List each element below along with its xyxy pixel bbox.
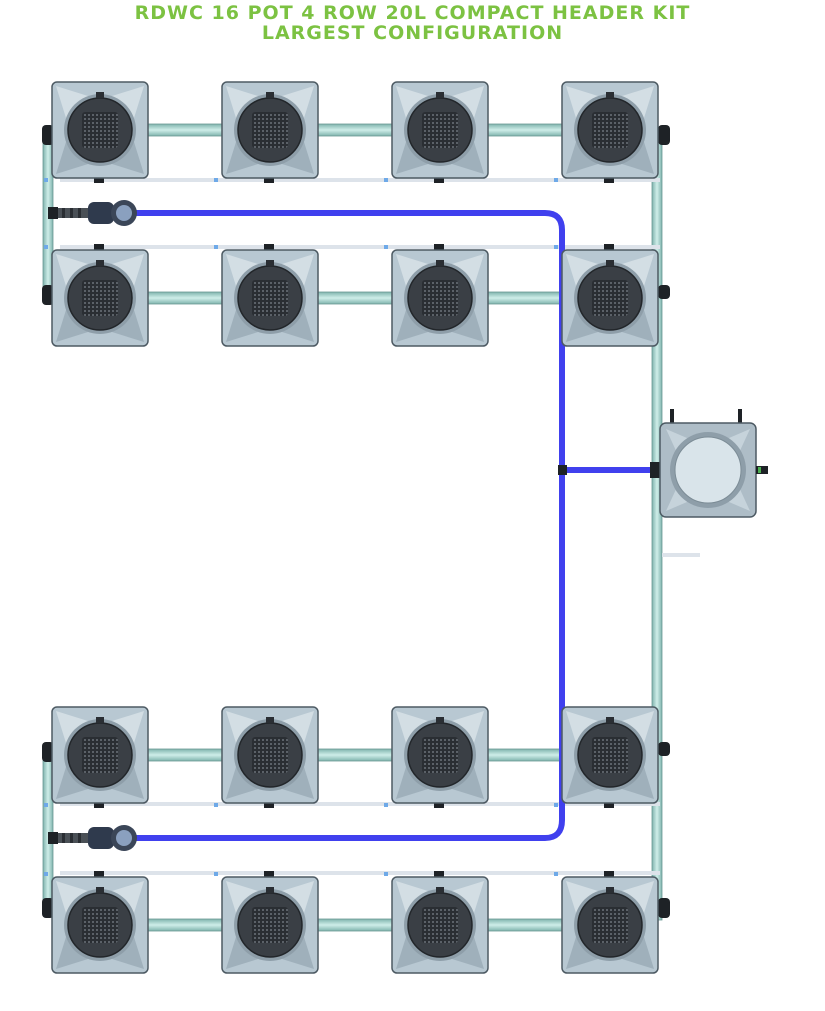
row-pipe: [99, 748, 611, 762]
fitting: [264, 177, 274, 183]
fitting: [384, 872, 388, 876]
net-pot-icon: [252, 280, 288, 316]
pump-icon: [48, 825, 137, 851]
fitting: [94, 871, 104, 877]
fitting: [94, 177, 104, 183]
net-pot-icon: [422, 112, 458, 148]
pot-icon: [561, 876, 659, 974]
row-pipe: [99, 918, 611, 932]
fitting: [604, 244, 614, 250]
page-title: RDWC 16 POT 4 ROW 20L COMPACT HEADER KIT: [134, 2, 691, 24]
fitting: [384, 803, 388, 807]
return-line-fittings: [44, 177, 614, 877]
pot-icon: [51, 81, 149, 179]
fitting: [384, 178, 388, 182]
fitting: [434, 244, 444, 250]
pot-icon: [221, 876, 319, 974]
fitting: [44, 245, 48, 249]
net-pot-icon: [82, 737, 118, 773]
pot-icon: [391, 706, 489, 804]
net-pot-icon: [422, 737, 458, 773]
net-pot-icon: [592, 737, 628, 773]
net-pot-icon: [422, 907, 458, 943]
fitting: [94, 802, 104, 808]
fitting: [554, 245, 558, 249]
pot-icon: [561, 249, 659, 347]
fitting: [434, 177, 444, 183]
feed-line-icon: [117, 210, 565, 841]
fitting: [44, 872, 48, 876]
pot-icon: [51, 876, 149, 974]
fitting: [264, 244, 274, 250]
pot-icon: [561, 81, 659, 179]
fitting: [554, 803, 558, 807]
fitting: [554, 872, 558, 876]
fitting: [44, 803, 48, 807]
net-pot-icon: [592, 907, 628, 943]
fitting: [214, 803, 218, 807]
row-pipe: [99, 291, 611, 305]
net-pot-icon: [252, 907, 288, 943]
net-pot-icon: [82, 280, 118, 316]
net-pot-icon: [592, 112, 628, 148]
net-pot-icon: [252, 112, 288, 148]
fitting: [94, 244, 104, 250]
pot-icon: [561, 706, 659, 804]
pot-icon: [391, 249, 489, 347]
fitting: [264, 802, 274, 808]
pot-icon: [51, 706, 149, 804]
row-pipe: [99, 123, 611, 137]
fitting: [384, 245, 388, 249]
net-pot-icon: [252, 737, 288, 773]
pot-icon: [221, 249, 319, 347]
fitting: [604, 177, 614, 183]
pot-icon: [221, 81, 319, 179]
pots: [51, 81, 659, 974]
pot-icon: [391, 876, 489, 974]
net-pot-icon: [82, 907, 118, 943]
fitting: [554, 178, 558, 182]
fitting: [264, 871, 274, 877]
fitting: [214, 178, 218, 182]
pot-icon: [391, 81, 489, 179]
fitting: [434, 871, 444, 877]
fitting: [214, 245, 218, 249]
page-subtitle: LARGEST CONFIGURATION: [261, 22, 564, 44]
fitting: [44, 178, 48, 182]
fitting: [214, 872, 218, 876]
header-tank-icon: [659, 409, 768, 518]
fitting: [604, 802, 614, 808]
pot-icon: [221, 706, 319, 804]
pump-icon: [48, 200, 137, 226]
net-pot-icon: [422, 280, 458, 316]
net-pot-icon: [82, 112, 118, 148]
net-pot-icon: [592, 280, 628, 316]
fitting: [604, 871, 614, 877]
fitting: [434, 802, 444, 808]
pot-icon: [51, 249, 149, 347]
